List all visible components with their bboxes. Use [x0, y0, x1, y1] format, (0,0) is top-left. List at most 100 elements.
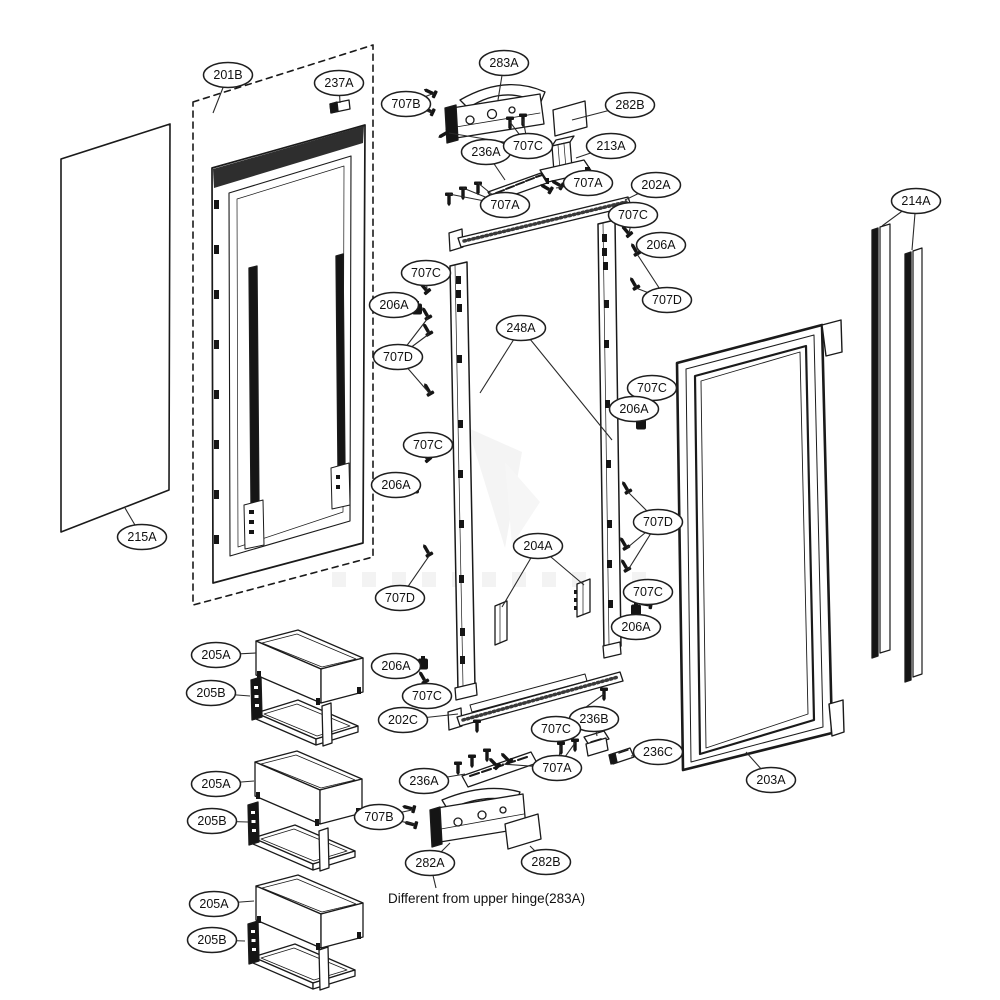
part-cover-282B-lower	[505, 814, 541, 849]
part-strips-204A	[495, 579, 590, 645]
callout-label-707C: 707C	[413, 438, 443, 452]
callout-237A	[313, 69, 365, 97]
callout-707A	[562, 169, 614, 197]
callout-707C	[530, 715, 582, 743]
callout-707C	[402, 431, 454, 459]
callout-202A	[630, 171, 682, 199]
callout-label-707A: 707A	[542, 761, 572, 775]
part-cover-282B-upper	[553, 101, 587, 136]
callout-label-707C: 707C	[541, 722, 571, 736]
callout-707C	[401, 682, 453, 710]
callout-236A	[398, 767, 450, 795]
dashed-boundary	[193, 45, 373, 605]
callout-206A	[608, 395, 660, 423]
callout-label-205B: 205B	[196, 686, 225, 700]
callout-707D	[632, 508, 684, 536]
part-rail-248A-left	[450, 262, 477, 700]
callout-label-213A: 213A	[596, 139, 626, 153]
watermark	[332, 428, 646, 587]
callout-label-205A: 205A	[199, 897, 229, 911]
part-door-203A	[677, 320, 844, 770]
callout-label-202A: 202A	[641, 178, 671, 192]
callout-label-707C: 707C	[412, 689, 442, 703]
callout-282A	[404, 849, 456, 877]
callout-707B	[353, 803, 405, 831]
callout-label-707D: 707D	[652, 293, 682, 307]
part-cap-237A	[330, 100, 350, 113]
callout-label-236B: 236B	[579, 712, 608, 726]
callout-214A	[890, 187, 942, 215]
callout-707A	[479, 191, 531, 219]
callout-label-707D: 707D	[643, 515, 673, 529]
callout-707C	[622, 578, 674, 606]
callout-label-203A: 203A	[756, 773, 786, 787]
callout-label-206A: 206A	[646, 238, 676, 252]
callout-707D	[372, 343, 424, 371]
callout-205A	[190, 770, 242, 798]
callout-label-283A: 283A	[489, 56, 519, 70]
callout-213A	[585, 132, 637, 160]
callout-label-707C: 707C	[637, 381, 667, 395]
callout-707D	[374, 584, 426, 612]
callout-label-205A: 205A	[201, 777, 231, 791]
callout-707B	[380, 90, 432, 118]
callout-label-707C: 707C	[513, 139, 543, 153]
callout-label-236A: 236A	[409, 774, 439, 788]
callout-label-206A: 206A	[379, 298, 409, 312]
callout-label-707C: 707C	[411, 266, 441, 280]
callout-label-282B: 282B	[531, 855, 560, 869]
callout-label-707D: 707D	[383, 350, 413, 364]
callout-label-282A: 282A	[415, 856, 445, 870]
part-bin-205A-2	[254, 750, 363, 827]
callout-label-707D: 707D	[385, 591, 415, 605]
callout-236C	[632, 738, 684, 766]
callout-label-206A: 206A	[619, 402, 649, 416]
callout-205B	[186, 807, 238, 835]
callout-label-206A: 206A	[381, 659, 411, 673]
callout-label-204A: 204A	[523, 539, 553, 553]
part-rail-248A-right	[598, 220, 621, 658]
callout-282B	[520, 848, 572, 876]
callout-label-236A: 236A	[471, 145, 501, 159]
callout-label-206A: 206A	[621, 620, 651, 634]
callout-label-205B: 205B	[197, 814, 226, 828]
callout-707A	[531, 754, 583, 782]
callout-label-707A: 707A	[490, 198, 520, 212]
callout-label-707A: 707A	[573, 176, 603, 190]
callout-206A	[368, 291, 420, 319]
callout-206A	[610, 613, 662, 641]
callout-283A	[478, 49, 530, 77]
callout-206A	[635, 231, 687, 259]
part-door-panel-215A	[61, 124, 170, 532]
callout-label-202C: 202C	[388, 713, 418, 727]
part-inner-door-201B	[212, 125, 365, 583]
callout-label-707C: 707C	[618, 208, 648, 222]
callout-203A	[745, 766, 797, 794]
note-different-hinge: Different from upper hinge(283A)	[388, 891, 585, 906]
callout-205A	[190, 641, 242, 669]
callout-label-236C: 236C	[643, 745, 673, 759]
part-upper-hinge-283A	[419, 85, 545, 143]
callout-label-205B: 205B	[197, 933, 226, 947]
part-trim-strips-214A	[872, 224, 922, 682]
callout-205B	[185, 679, 237, 707]
callout-201B	[202, 61, 254, 89]
callout-707D	[641, 286, 693, 314]
callout-205B	[186, 926, 238, 954]
callout-205A	[188, 890, 240, 918]
callout-label-237A: 237A	[324, 76, 354, 90]
part-stopper-236B	[584, 731, 609, 756]
callout-206A	[370, 471, 422, 499]
callout-label-205A: 205A	[201, 648, 231, 662]
part-rail-202A	[449, 197, 631, 251]
callout-label-214A: 214A	[901, 194, 931, 208]
callout-204A	[512, 532, 564, 560]
callout-707C	[502, 132, 554, 160]
part-bin-205A-3	[255, 874, 364, 951]
callout-248A	[495, 314, 547, 342]
callout-label-707B: 707B	[364, 810, 393, 824]
callout-label-282B: 282B	[615, 98, 644, 112]
